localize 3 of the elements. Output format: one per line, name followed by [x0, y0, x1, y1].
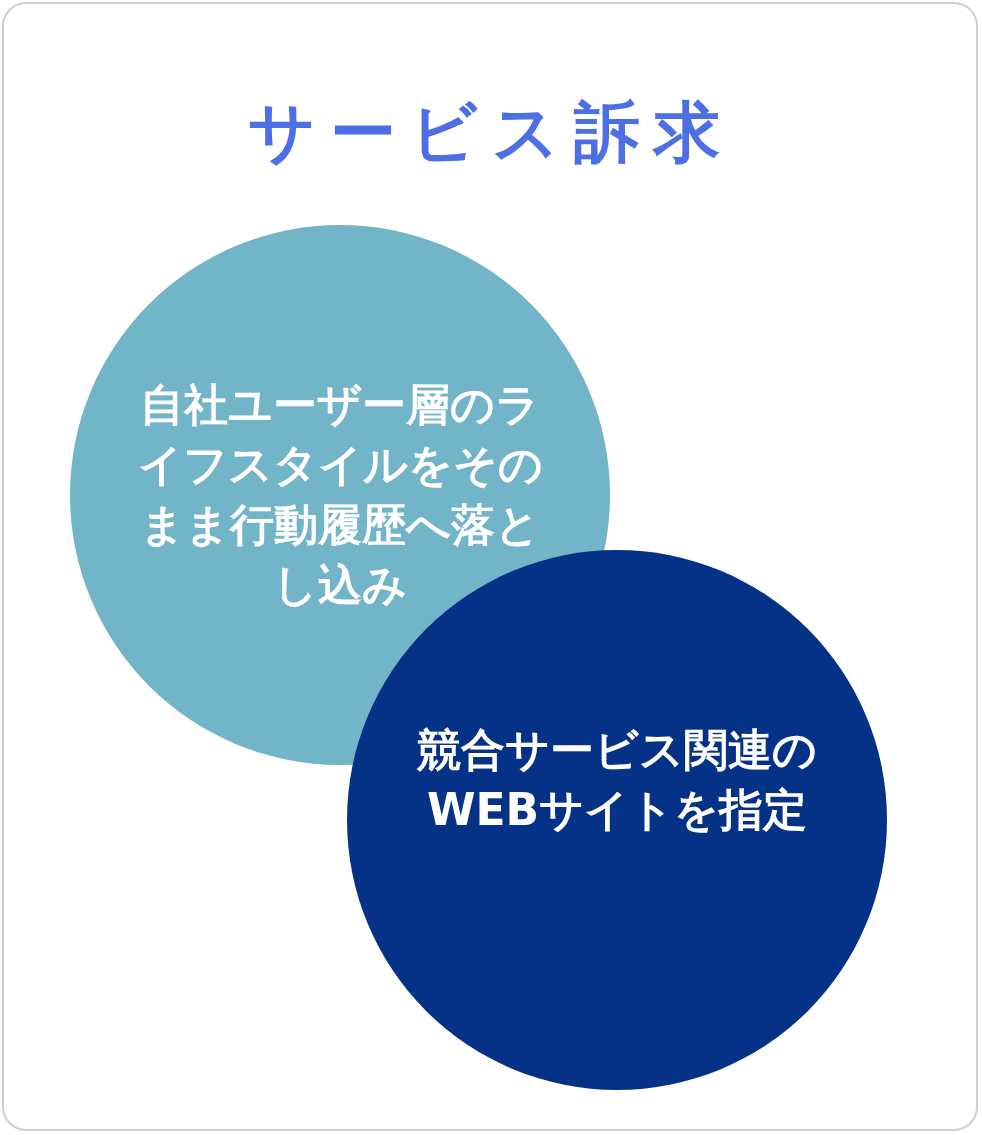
- circle-label: 自社ユーザー層のライフスタイルをそのまま行動履歴へ落とし込み: [136, 378, 544, 612]
- title: サービス訴求: [247, 93, 735, 173]
- circle-label: 競合サービス関連のWEBサイトを指定: [415, 723, 818, 837]
